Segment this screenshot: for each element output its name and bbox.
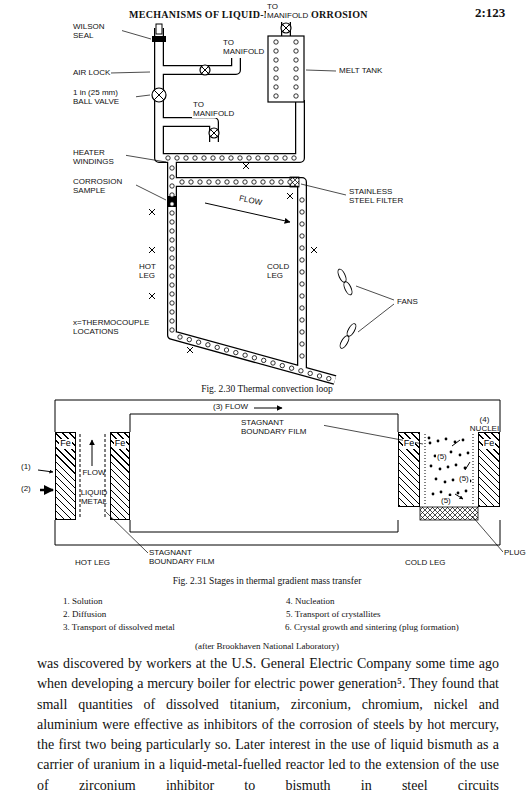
part-label: CORROSION SAMPLE — [72, 177, 136, 195]
part-label: (2) — [20, 484, 32, 493]
wall-label: Fe — [403, 439, 416, 449]
part-label: 2. Diffusion — [62, 609, 107, 619]
part-label: TO MANIFOLD — [192, 100, 236, 118]
running-head: MECHANISMS OF LIQUID-METAL CORROSION — [128, 9, 369, 20]
part-label: FANS — [396, 297, 419, 306]
part-label: (after Brookhaven National Laboratory) — [0, 641, 532, 651]
figure-caption: Fig. 2.30 Thermal convection loop — [0, 384, 532, 395]
part-label: TO MANIFOLD — [266, 2, 310, 20]
iron-wall: Fe — [55, 432, 76, 520]
part-label: FLOW — [237, 193, 263, 207]
part-label: 1. Solution — [62, 596, 104, 606]
part-label: COLD LEG — [404, 558, 446, 567]
part-label: 6. Crystal growth and sintering (plug fo… — [285, 622, 466, 632]
part-label: (4) NUCLEI — [468, 415, 501, 433]
part-label: STAGNANT BOUNDARY FILM — [240, 418, 324, 436]
mass-transfer-sketch — [38, 400, 503, 553]
part-label: COLD LEG — [266, 262, 296, 280]
part-label: AIR LOCK — [72, 68, 111, 77]
part-label: MELT TANK — [338, 66, 383, 75]
part-label: FLOW — [76, 468, 112, 477]
wall-label: Fe — [114, 439, 127, 449]
part-label: 1 in (25 mm) BALL VALVE — [72, 88, 136, 106]
part-label: (5) — [458, 474, 470, 483]
part-label: (5) — [440, 496, 452, 505]
part-label: 5. Transport of crystallites — [285, 609, 382, 619]
part-label: 2:123 — [474, 6, 506, 21]
part-label: (5) — [436, 452, 448, 461]
part-label: HEATER WINDINGS — [72, 148, 126, 166]
part-label: x=THERMOCOUPLE LOCATIONS — [72, 318, 154, 336]
part-label: PLUG — [503, 548, 527, 557]
part-label: (1) — [20, 462, 32, 471]
part-label: (3) FLOW — [212, 402, 249, 411]
body-text: was discovered by workers at the U.S. Ge… — [36, 654, 500, 796]
part-label: HOT LEG — [138, 262, 164, 280]
wall-label: Fe — [59, 439, 72, 449]
part-label: HOT LEG — [74, 558, 111, 567]
iron-wall: Fe — [398, 432, 420, 507]
part-label: TO MANIFOLD — [222, 38, 266, 56]
part-label: 3. Transport of dissolved metal — [62, 622, 176, 632]
figure-caption: Fig. 2.31 Stages in thermal gradient mas… — [0, 576, 532, 587]
part-label: STAGNANT BOUNDARY FILM — [148, 548, 232, 566]
part-label: 4. Nucleation — [285, 596, 336, 606]
part-label: STAINLESS STEEL FILTER — [348, 187, 414, 205]
part-label: LIQUID METAL — [76, 488, 112, 506]
wall-label: Fe — [483, 439, 496, 449]
iron-wall: Fe — [110, 432, 130, 520]
iron-wall: Fe — [478, 432, 500, 507]
part-label: WILSON SEAL — [72, 22, 122, 40]
